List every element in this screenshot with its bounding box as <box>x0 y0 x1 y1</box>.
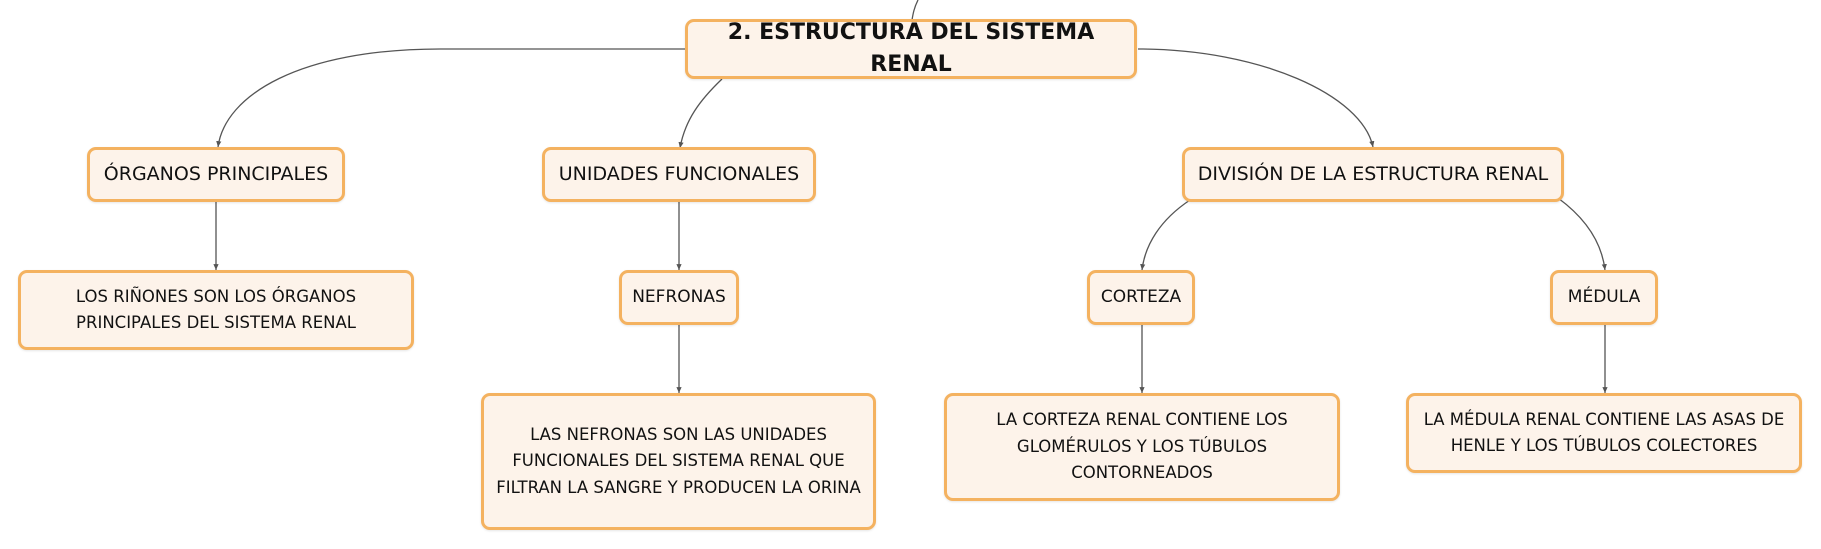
detail-medula[interactable]: LA MÉDULA RENAL CONTIENE LAS ASAS DE HEN… <box>1406 393 1802 473</box>
connector-division-to-medula <box>1557 197 1607 271</box>
connector-root-to-division <box>1137 48 1375 148</box>
detail-nefronas-text: LAS NEFRONAS SON LAS UNIDADES FUNCIONALE… <box>496 424 861 497</box>
topic-division-estructura-renal-label: DIVISIÓN DE LA ESTRUCTURA RENAL <box>1197 162 1549 185</box>
topic-organos-principales[interactable]: ÓRGANOS PRINCIPALES <box>87 147 345 202</box>
detail-organos-principales[interactable]: LOS RIÑONES SON LOS ÓRGANOS PRINCIPALES … <box>18 270 414 350</box>
detail-nefronas[interactable]: LAS NEFRONAS SON LAS UNIDADES FUNCIONALE… <box>481 393 876 530</box>
connector-parent-to-root <box>911 0 919 21</box>
topic-medula-label: MÉDULA <box>1567 287 1641 308</box>
topic-corteza-label: CORTEZA <box>1100 287 1182 308</box>
topic-corteza[interactable]: CORTEZA <box>1087 270 1195 325</box>
detail-corteza[interactable]: LA CORTEZA RENAL CONTIENE LOS GLOMÉRULOS… <box>944 393 1340 501</box>
topic-unidades-funcionales[interactable]: UNIDADES FUNCIONALES <box>542 147 816 202</box>
topic-medula[interactable]: MÉDULA <box>1550 270 1658 325</box>
connector-root-to-unidades <box>678 78 723 149</box>
topic-division-estructura-renal[interactable]: DIVISIÓN DE LA ESTRUCTURA RENAL <box>1182 147 1564 202</box>
root-topic[interactable]: 2. ESTRUCTURA DEL SISTEMA RENAL <box>685 19 1137 79</box>
connector-division-to-corteza <box>1140 199 1191 271</box>
topic-nefronas[interactable]: NEFRONAS <box>619 270 739 325</box>
connector-root-to-organos <box>216 48 686 148</box>
detail-corteza-text: LA CORTEZA RENAL CONTIENE LOS GLOMÉRULOS… <box>996 410 1288 483</box>
topic-nefronas-label: NEFRONAS <box>632 287 726 308</box>
detail-medula-text: LA MÉDULA RENAL CONTIENE LAS ASAS DE HEN… <box>1423 409 1785 455</box>
root-topic-label: 2. ESTRUCTURA DEL SISTEMA RENAL <box>727 20 1095 77</box>
topic-organos-principales-label: ÓRGANOS PRINCIPALES <box>103 162 329 185</box>
detail-organos-principales-text: LOS RIÑONES SON LOS ÓRGANOS PRINCIPALES … <box>75 286 357 332</box>
topic-unidades-funcionales-label: UNIDADES FUNCIONALES <box>558 162 800 185</box>
